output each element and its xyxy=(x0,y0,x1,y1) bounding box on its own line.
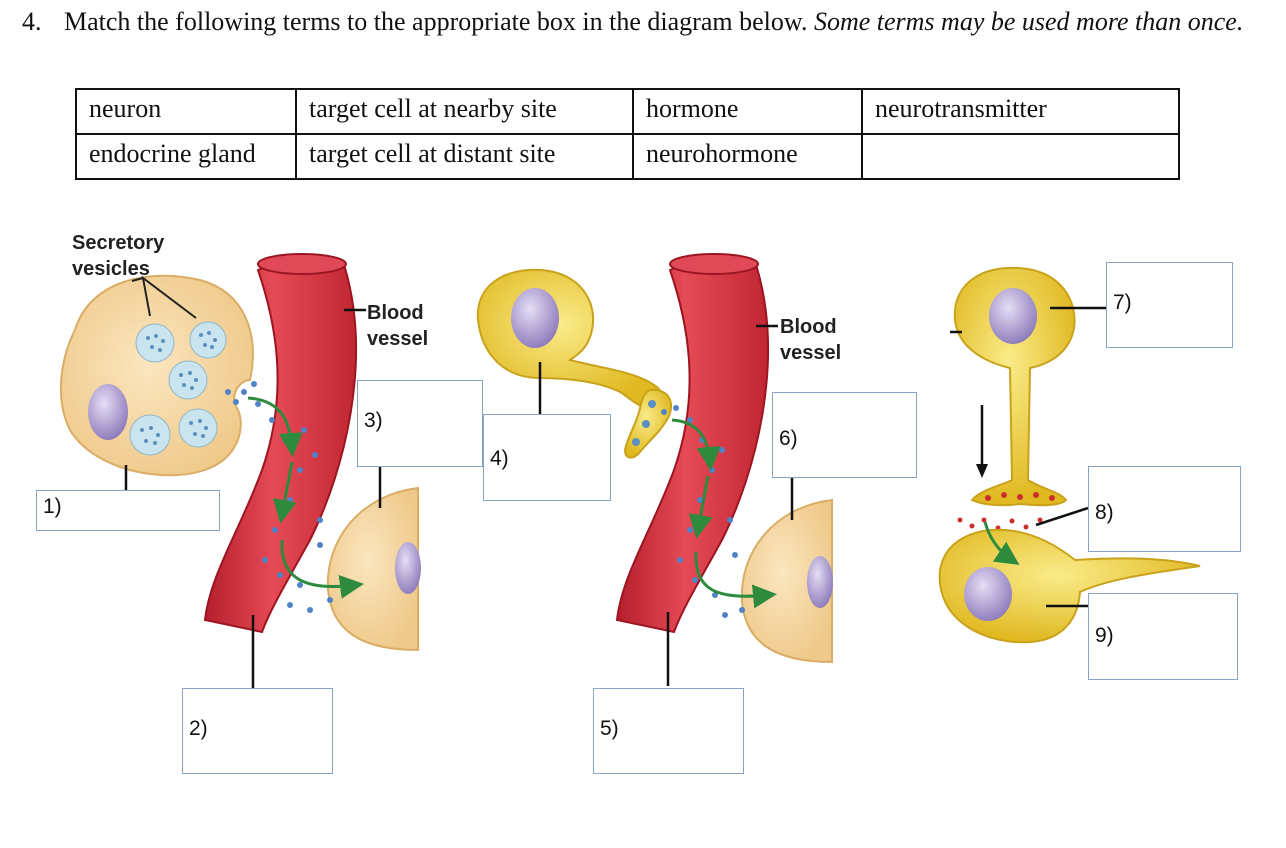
neuron-nucleus xyxy=(511,288,559,348)
answer-box-8[interactable]: 8) xyxy=(1088,466,1241,552)
answer-box-2[interactable]: 2) xyxy=(182,688,333,774)
blood-vessel-label: Blood vessel xyxy=(780,316,842,364)
term-cell: hormone xyxy=(632,88,863,135)
neuron-nucleus xyxy=(989,288,1037,344)
term-cell: neurohormone xyxy=(632,133,863,180)
question-number: 4. xyxy=(22,7,42,36)
answer-box-9[interactable]: 9) xyxy=(1088,593,1238,680)
answer-box-4[interactable]: 4) xyxy=(483,414,611,501)
blood-vessel-2 xyxy=(615,259,769,634)
secretion-arrow xyxy=(247,396,303,457)
answer-box-7[interactable]: 7) xyxy=(1106,262,1233,348)
secretion-arrow xyxy=(671,418,721,471)
term-cell: endocrine gland xyxy=(75,133,297,180)
synapse-panel xyxy=(938,266,1201,644)
answer-box-5[interactable]: 5) xyxy=(593,688,744,774)
delivery-arrow xyxy=(280,539,364,599)
neuron-nucleus xyxy=(964,567,1012,621)
neurohormone-molecules xyxy=(661,405,745,618)
secretory-vesicles xyxy=(129,321,227,456)
table-row: endocrine gland target cell at distant s… xyxy=(75,133,1180,180)
target-nucleus xyxy=(395,542,421,594)
neurotransmitter-arrow xyxy=(983,521,1020,565)
neurohormone-panel xyxy=(476,253,833,686)
endocrine-panel xyxy=(60,253,421,688)
vesicles-pointer xyxy=(131,275,197,319)
target-cell-distant xyxy=(740,498,833,664)
vessel-opening xyxy=(257,253,347,275)
presynaptic-neuron xyxy=(953,266,1076,507)
terms-table: neuron target cell at nearby site hormon… xyxy=(75,88,1180,180)
question-instruction: Match the following terms to the appropr… xyxy=(64,7,808,36)
secretory-vesicles-label: Secretory vesicles xyxy=(72,232,165,280)
blood-vessel-label: Blood vessel xyxy=(367,302,429,350)
answer-box-3[interactable]: 3) xyxy=(357,380,483,467)
answer-box-1[interactable]: 1) xyxy=(36,490,220,531)
terminal-vesicles xyxy=(632,400,656,446)
term-cell xyxy=(861,133,1180,180)
target-nucleus xyxy=(807,556,833,608)
transport-arrow xyxy=(688,475,713,539)
question-text: Match the following terms to the appropr… xyxy=(64,6,1264,38)
gland-nucleus xyxy=(88,384,128,440)
hormone-molecules xyxy=(225,381,333,613)
table-row: neuron target cell at nearby site hormon… xyxy=(75,88,1180,135)
vesicle-granules xyxy=(140,331,217,445)
term-cell: neurotransmitter xyxy=(861,88,1180,135)
term-cell: target cell at nearby site xyxy=(295,88,634,135)
delivery-arrow xyxy=(694,551,777,609)
target-cell-distant xyxy=(326,486,419,652)
transport-arrow xyxy=(272,461,297,524)
neurosecretory-cell xyxy=(476,268,663,410)
term-cell: neuron xyxy=(75,88,297,135)
term-cell: target cell at distant site xyxy=(295,133,634,180)
question-note: Some terms may be used more than once. xyxy=(813,7,1244,36)
answer-box-6[interactable]: 6) xyxy=(772,392,917,478)
vessel-opening xyxy=(669,253,759,275)
